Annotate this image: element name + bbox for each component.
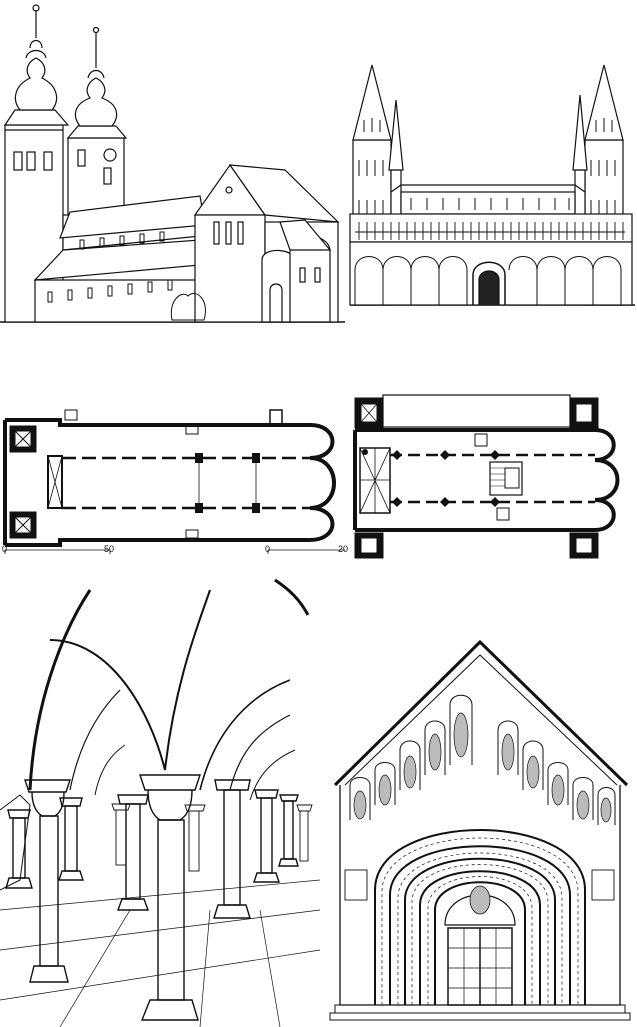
portal-elevation-drawing (320, 580, 637, 1027)
church-exterior-drawing (0, 0, 345, 340)
scale-left-start: 0 (2, 544, 7, 554)
church-floor-plan: 0 50 0 20 (0, 390, 348, 565)
cathedral-floor-plan (345, 390, 637, 565)
scale-right-start: 0 (265, 544, 270, 554)
crypt-interior-drawing (0, 578, 321, 1027)
scale-right-end: 20 (338, 544, 348, 554)
scale-left-end: 50 (104, 544, 114, 554)
cathedral-elevation-drawing (345, 0, 637, 340)
